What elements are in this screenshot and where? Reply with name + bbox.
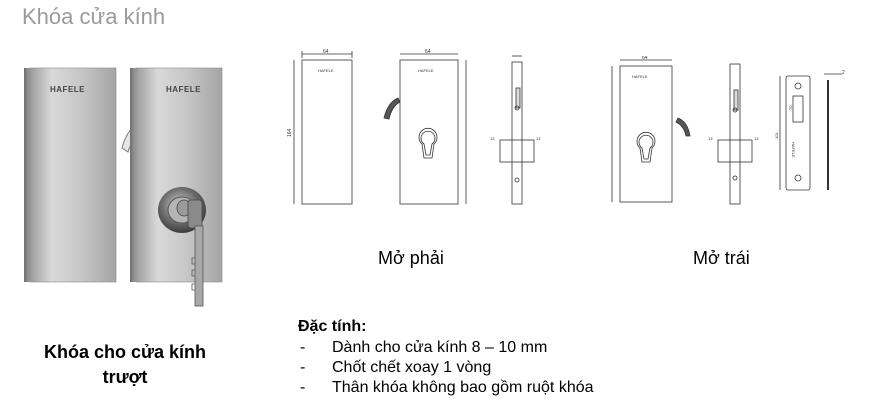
caption-line-1: Khóa cho cửa kính — [43, 342, 207, 362]
svg-text:64: 64 — [425, 49, 431, 55]
svg-text:HAFELE: HAFELE — [418, 68, 434, 73]
side-body-left — [729, 63, 741, 205]
svg-text:101: 101 — [774, 132, 779, 139]
feature-item: -Dành cho cửa kính 8 – 10 mm — [300, 339, 548, 356]
svg-text:HAFELE: HAFELE — [791, 142, 796, 158]
features-list: -Dành cho cửa kính 8 – 10 mm -Chốt chết … — [298, 338, 594, 398]
svg-text:HAFELE: HAFELE — [318, 68, 334, 73]
features-title: Đặc tính: — [298, 318, 367, 335]
svg-text:13: 13 — [536, 136, 541, 141]
right-opening-label: Mở phải — [378, 248, 444, 268]
handle-arc — [383, 97, 401, 120]
features-section: Đặc tính: -Dành cho cửa kính 8 – 10 mm -… — [298, 318, 594, 398]
svg-text:HAFELE: HAFELE — [632, 74, 648, 79]
faceplate — [785, 75, 811, 191]
left-plate — [29, 67, 117, 283]
right-plate-brand: HAFELE — [166, 85, 201, 94]
right-plate — [135, 67, 223, 283]
key-icon — [187, 199, 204, 307]
plain-plate — [301, 59, 353, 205]
keyhole-left-icon — [636, 131, 656, 163]
svg-text:13: 13 — [754, 136, 759, 141]
left-opening-label: Mở trái — [693, 248, 750, 268]
handle-arc-left — [675, 117, 691, 137]
feature-item: -Chốt chết xoay 1 vòng — [300, 359, 492, 376]
left-plate-brand: HAFELE — [50, 85, 85, 94]
drawing-right-opening: 64 164 HAFELE 64 HAFELE 13 13 — [287, 49, 541, 205]
svg-text:2: 2 — [842, 70, 845, 76]
svg-text:70: 70 — [788, 105, 793, 110]
svg-text:164: 164 — [287, 128, 293, 137]
svg-text:13: 13 — [708, 136, 713, 141]
keyhole-plate-left — [619, 65, 673, 203]
caption-line-2: trượt — [102, 367, 148, 387]
side-body — [511, 61, 523, 205]
keyhole-plate — [399, 59, 459, 205]
feature-item: -Thân khóa không bao gồm ruột khóa — [300, 379, 594, 396]
drawing-left-opening: 64 HAFELE 13 13 HAFELE 101 70 2 — [611, 56, 845, 205]
page-title: Khóa cửa kính — [22, 4, 166, 29]
keyhole-icon — [418, 127, 438, 159]
left-plate-edge — [24, 68, 32, 282]
svg-text:64: 64 — [642, 56, 648, 61]
product-photo: HAFELE HAFELE — [24, 67, 223, 307]
right-plate-edge — [130, 68, 138, 282]
product-caption: Khóa cho cửa kính trượt — [18, 340, 232, 390]
svg-text:64: 64 — [323, 49, 329, 55]
svg-text:13: 13 — [490, 136, 495, 141]
